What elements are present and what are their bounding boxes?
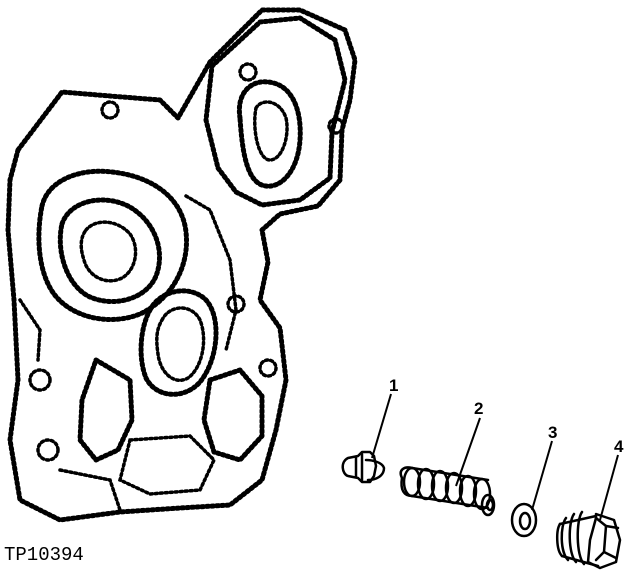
housing-outline	[5, 7, 358, 523]
part-2-spring	[399, 466, 496, 517]
leader-line-4	[599, 454, 619, 521]
callout-1: 1	[389, 376, 398, 395]
callout-4: 4	[614, 437, 624, 456]
figure-id-label: TP10394	[4, 544, 84, 566]
leader-line-1	[371, 393, 392, 459]
callout-2: 2	[474, 399, 483, 418]
callout-3: 3	[548, 423, 557, 442]
part-3-washer	[510, 502, 538, 538]
leader-line-3	[531, 440, 553, 511]
part-1-valve	[341, 450, 386, 484]
leader-line-2	[455, 417, 481, 487]
part-4-plug	[556, 510, 622, 570]
callout-leaders	[371, 393, 619, 521]
